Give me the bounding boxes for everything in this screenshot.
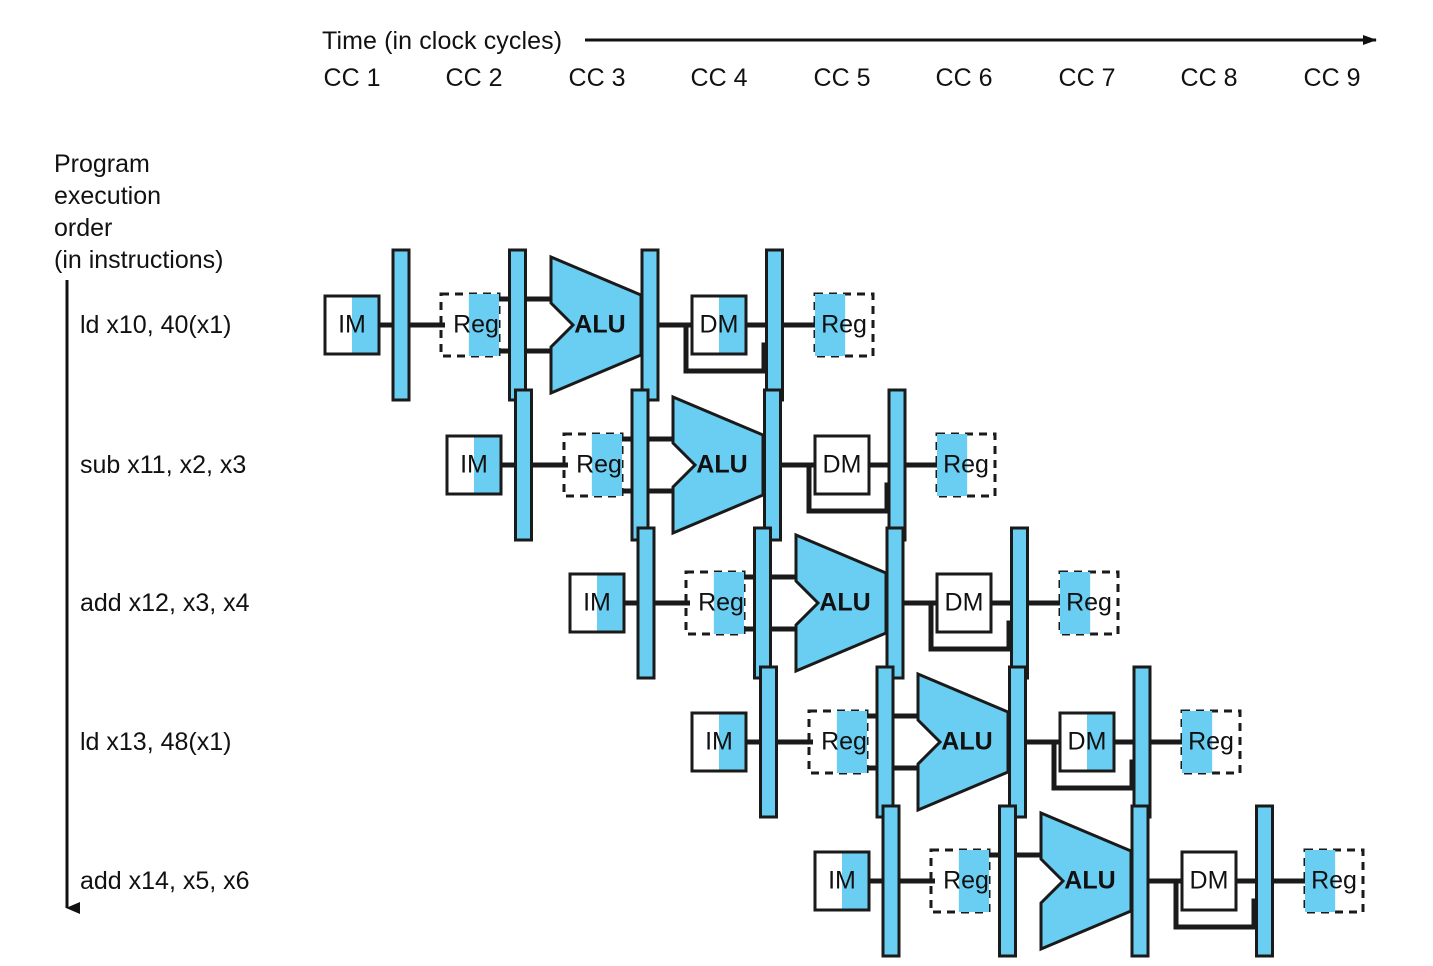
pipeline-register-mem-wb (1255, 804, 1274, 958)
pipeline-register-id-ex (630, 388, 650, 542)
cycle-label-9: CC 9 (1303, 64, 1361, 92)
im-unit (813, 850, 871, 912)
im-unit (445, 434, 503, 496)
pipeline-register-mem-wb (887, 388, 907, 542)
reg-writeback-unit (1180, 709, 1242, 775)
dm-unit (1058, 711, 1116, 773)
alu-unit (549, 254, 643, 396)
reg-read-label: Reg (576, 451, 622, 479)
time-axis-label: Time (in clock cycles) (322, 27, 563, 55)
dm-label: DM (700, 311, 739, 339)
cycle-label-8: CC 8 (1180, 64, 1238, 92)
reg-writeback-label: Reg (821, 311, 867, 339)
dm-label: DM (1190, 867, 1229, 895)
dm-unit (813, 434, 871, 496)
cycle-label-2: CC 2 (445, 64, 503, 92)
program-order-line-1: Program (54, 150, 150, 178)
reg-read-unit (439, 292, 501, 358)
pipeline-register-if-id (881, 804, 901, 958)
alu-label: ALU (696, 451, 747, 479)
pipeline-register-id-ex (508, 248, 527, 402)
pipeline-register-mem-wb (765, 248, 784, 402)
pipeline-register-mem-wb (1010, 526, 1029, 680)
reg-read-label: Reg (943, 867, 989, 895)
program-order-label: Program execution order (in instructions… (54, 148, 224, 276)
im-unit (568, 572, 626, 634)
instruction-label-5: add x14, x5, x6 (80, 867, 250, 895)
pipeline-register-id-ex (875, 665, 895, 819)
alu-unit (794, 532, 888, 674)
reg-read-label: Reg (821, 728, 867, 756)
reg-writeback-unit (813, 292, 875, 358)
alu-label: ALU (941, 728, 992, 756)
cycle-label-5: CC 5 (813, 64, 871, 92)
cycle-label-6: CC 6 (935, 64, 993, 92)
reg-writeback-unit (1058, 570, 1120, 636)
dm-label: DM (823, 451, 862, 479)
cycle-label-7: CC 7 (1058, 64, 1116, 92)
pipeline-register-if-id (514, 388, 533, 542)
dm-label: DM (945, 589, 984, 617)
im-label: IM (583, 589, 611, 617)
pipeline-register-ex-mem (1008, 665, 1027, 819)
alu-label: ALU (819, 589, 870, 617)
cycle-label-3: CC 3 (568, 64, 626, 92)
pipeline-row-5: ALU IM Reg DM Reg (813, 804, 1365, 958)
im-label: IM (460, 451, 488, 479)
cycle-label-1: CC 1 (323, 64, 381, 92)
reg-writeback-unit (935, 432, 997, 498)
reg-writeback-label: Reg (1066, 589, 1112, 617)
reg-read-label: Reg (453, 311, 499, 339)
reg-read-unit (929, 848, 991, 914)
pipeline-register-ex-mem (763, 388, 782, 542)
instruction-label-2: sub x11, x2, x3 (80, 451, 247, 479)
instruction-label-4: ld x13, 48(x1) (80, 728, 232, 756)
im-label: IM (705, 728, 733, 756)
instruction-label-1: ld x10, 40(x1) (80, 311, 232, 339)
pipeline-row-4: ALU IM Reg DM Reg (690, 665, 1242, 819)
pipeline-register-id-ex (753, 526, 772, 680)
reg-read-unit (684, 570, 746, 636)
pipeline-register-if-id (759, 665, 778, 819)
reg-writeback-unit (1303, 848, 1365, 914)
pipeline-row-2: ALU IM Reg DM Reg (445, 388, 997, 542)
im-unit (690, 711, 748, 773)
alu-label: ALU (1064, 867, 1115, 895)
im-unit (323, 294, 381, 356)
pipeline-register-if-id (636, 526, 656, 680)
pipeline-register-ex-mem (1130, 804, 1150, 958)
pipeline-row-3: ALU IM Reg DM Reg (568, 526, 1120, 680)
pipeline-row-1: ALU IM Reg DM Reg (323, 248, 875, 402)
reg-writeback-label: Reg (1188, 728, 1234, 756)
im-label: IM (338, 311, 366, 339)
reg-writeback-label: Reg (1311, 867, 1357, 895)
dm-unit (935, 572, 993, 634)
program-order-line-4: (in instructions) (54, 246, 224, 274)
dm-unit (1180, 850, 1238, 912)
cycle-label-4: CC 4 (690, 64, 748, 92)
program-order-line-2: execution (54, 182, 162, 210)
pipeline-register-mem-wb (1132, 665, 1152, 819)
instruction-label-3: add x12, x3, x4 (80, 589, 250, 617)
alu-label: ALU (574, 311, 625, 339)
pipeline-register-ex-mem (885, 526, 905, 680)
alu-unit (916, 671, 1010, 813)
reg-read-unit (562, 432, 624, 498)
program-order-line-3: order (54, 214, 113, 242)
alu-unit (671, 394, 765, 536)
pipeline-register-id-ex (998, 804, 1017, 958)
dm-unit (690, 294, 748, 356)
reg-read-label: Reg (698, 589, 744, 617)
dm-label: DM (1068, 728, 1107, 756)
pipeline-register-if-id (391, 248, 411, 402)
reg-writeback-label: Reg (943, 451, 989, 479)
reg-read-unit (807, 709, 869, 775)
pipeline-register-ex-mem (640, 248, 660, 402)
alu-unit (1039, 810, 1133, 952)
im-label: IM (828, 867, 856, 895)
